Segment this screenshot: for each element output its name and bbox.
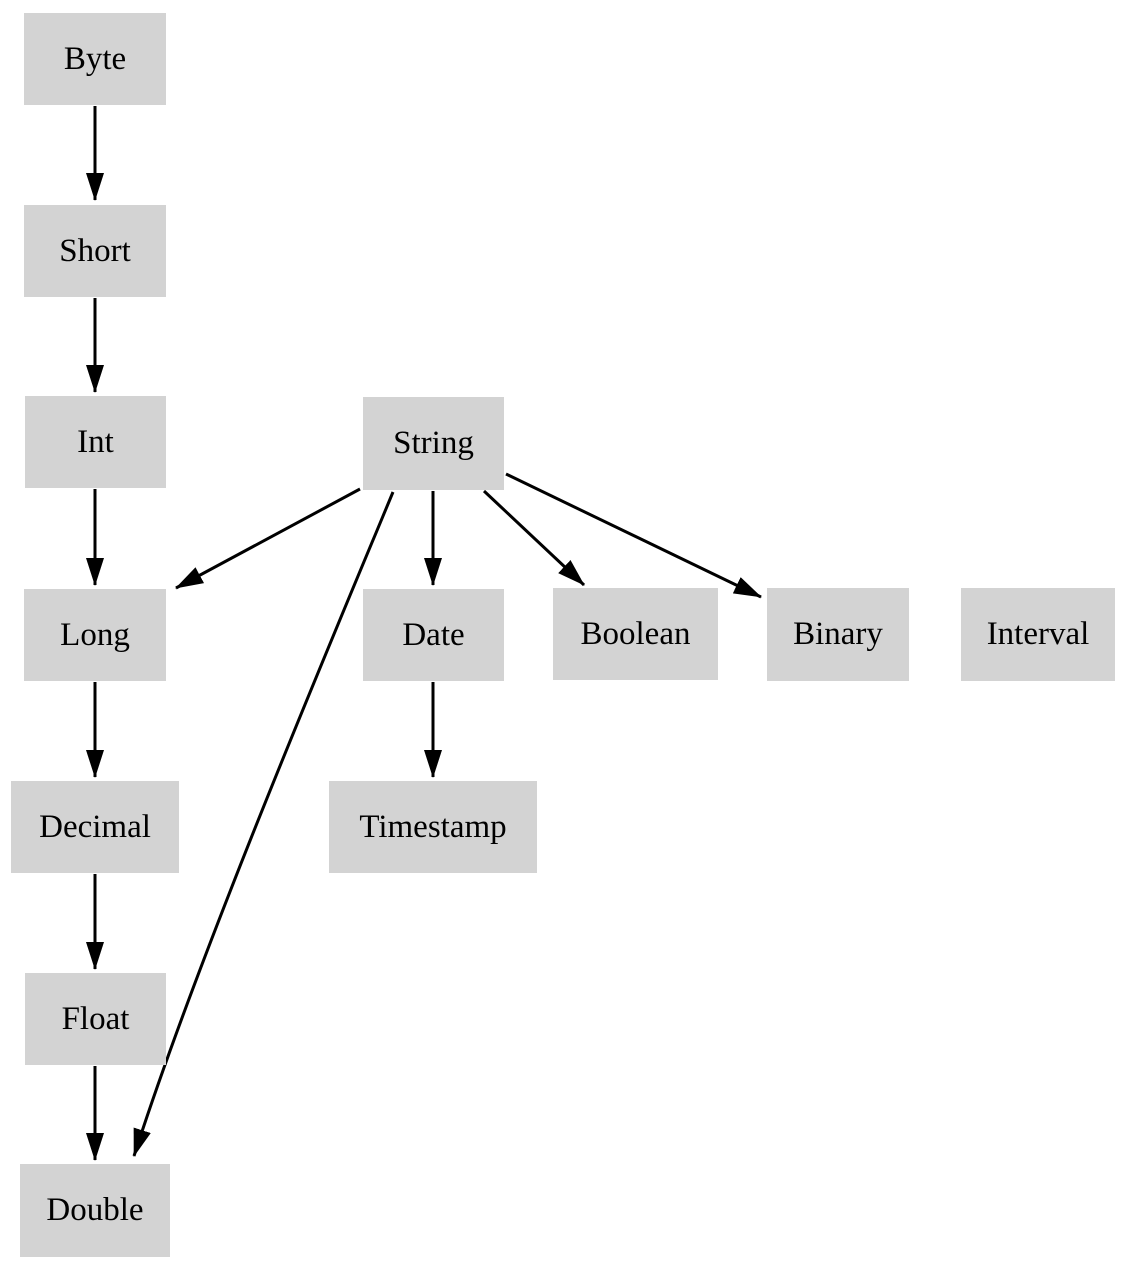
node-binary: Binary	[767, 588, 909, 681]
node-float-label: Float	[61, 1000, 130, 1037]
node-decimal-label: Decimal	[39, 808, 151, 845]
node-timestamp-label: Timestamp	[359, 808, 507, 845]
node-byte-label: Byte	[63, 40, 127, 77]
node-interval-label: Interval	[986, 616, 1090, 652]
node-boolean: Boolean	[553, 588, 718, 680]
node-date-label: Date	[402, 616, 465, 653]
node-int-label: Int	[77, 423, 114, 460]
node-long-label: Long	[60, 616, 130, 653]
node-float: Float	[25, 973, 166, 1065]
node-date: Date	[363, 589, 504, 681]
node-short-label: Short	[59, 232, 131, 269]
node-timestamp: Timestamp	[329, 781, 537, 873]
node-short: Short	[24, 205, 166, 297]
edge-string-long	[175, 487, 361, 590]
node-long: Long	[24, 589, 166, 681]
node-interval: Interval	[961, 588, 1115, 681]
node-string-label: String	[393, 425, 474, 461]
edge-string-boolean	[482, 489, 586, 587]
node-byte: Byte	[24, 13, 166, 105]
node-double: Double	[20, 1164, 170, 1257]
node-binary-label: Binary	[793, 616, 883, 652]
node-decimal: Decimal	[11, 781, 179, 873]
node-int: Int	[25, 396, 166, 488]
node-string: String	[363, 397, 504, 490]
node-double-label: Double	[46, 1192, 144, 1228]
edge-string-binary	[505, 472, 762, 599]
node-boolean-label: Boolean	[580, 615, 691, 652]
